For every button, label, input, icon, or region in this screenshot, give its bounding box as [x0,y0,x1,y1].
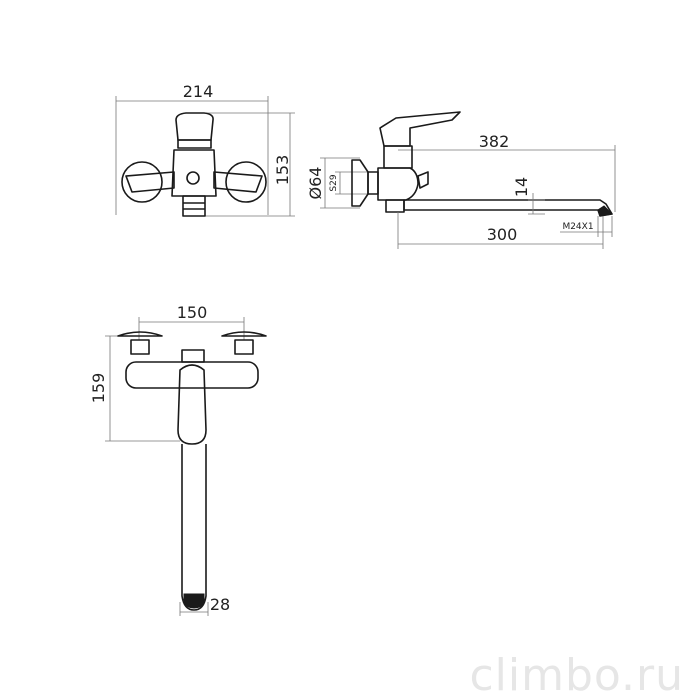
front-view: 214 153 [115,82,295,217]
spout-connector [385,199,405,213]
dim-label-300: 300 [487,225,518,244]
dim-label-thread: M24X1 [562,222,593,232]
dim-label-153: 153 [273,155,292,186]
left-flange [121,161,163,203]
right-flange [225,161,267,203]
wall-flange [351,159,369,207]
dim-label-14: 14 [512,177,531,197]
watermark-text: climbo.ru [469,650,684,700]
top-left-flange [117,331,163,337]
top-right-flange [221,331,267,337]
top-lever [177,364,207,445]
side-cartridge [383,145,413,169]
left-eccentric [125,171,175,193]
dim-label-d64: Ø64 [306,167,325,200]
top-body [125,361,259,389]
dim-label-s29: S29 [329,174,339,191]
dim-label-150: 150 [177,303,208,322]
dim-label-159: 159 [89,373,108,404]
diverter-knob [186,171,200,185]
top-spout [181,444,207,611]
dim-label-28: 28 [210,595,230,614]
top-aerator [183,593,205,609]
dim-label-382: 382 [479,132,510,151]
top-cartridge [181,349,205,363]
dim-label-214: 214 [183,82,214,101]
outlet-connector [182,195,206,217]
side-spout [403,199,613,217]
hex-nut [367,171,379,195]
aerator [597,205,614,217]
top-view: 150 159 28 [89,303,267,616]
mixer-body [171,149,217,197]
lever-handle [175,112,214,141]
side-view: 382 Ø64 S29 14 300 [306,111,616,249]
right-eccentric [213,171,263,193]
lever-base [177,139,212,149]
top-right-nut [234,339,254,355]
top-left-nut [130,339,150,355]
diverter-side [417,171,429,189]
side-body [377,167,419,201]
side-lever [379,111,461,147]
